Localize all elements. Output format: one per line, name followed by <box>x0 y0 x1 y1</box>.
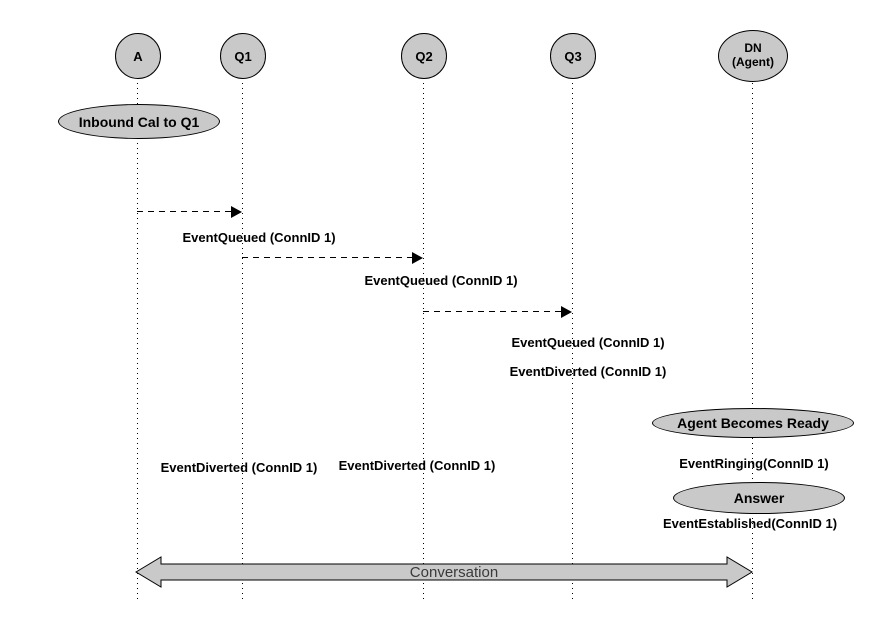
annotation-answer-label: Answer <box>733 490 785 506</box>
actor-dn-sublabel: (Agent) <box>732 55 774 69</box>
actor-a: A <box>115 33 161 79</box>
arrowhead-icon <box>561 306 572 318</box>
lifeline-dn <box>752 78 753 603</box>
conversation-arrow <box>135 556 753 588</box>
event-label-established-dn: EventEstablished(ConnID 1) <box>662 516 838 531</box>
message-label-1: EventQueued (ConnID 1) <box>182 230 336 245</box>
conversation-label: Conversation <box>409 564 499 581</box>
lifeline-q1 <box>242 78 243 603</box>
message-arrow-q1-q2 <box>242 252 423 264</box>
dashed-line <box>423 311 562 312</box>
actor-q2-label: Q2 <box>415 48 433 64</box>
actor-q1-label: Q1 <box>234 48 252 64</box>
actor-q3-label: Q3 <box>564 48 582 64</box>
double-arrow-shape <box>135 556 753 588</box>
arrowhead-icon <box>231 206 242 218</box>
annotation-inbound-call: Inbound Cal to Q1 <box>58 104 220 139</box>
annotation-inbound-call-label: Inbound Cal to Q1 <box>78 113 200 130</box>
message-label-3: EventQueued (ConnID 1) <box>511 335 665 350</box>
event-label-diverted-q3: EventDiverted (ConnID 1) <box>509 364 667 379</box>
lifeline-a <box>137 78 138 603</box>
actor-q2: Q2 <box>401 33 447 79</box>
event-label-diverted-q1: EventDiverted (ConnID 1) <box>160 460 318 475</box>
dashed-line <box>242 257 413 258</box>
actor-q1: Q1 <box>220 33 266 79</box>
annotation-agent-ready-label: Agent Becomes Ready <box>677 415 829 431</box>
annotation-agent-ready: Agent Becomes Ready <box>652 408 854 438</box>
actor-q3: Q3 <box>550 33 596 79</box>
event-label-diverted-q2: EventDiverted (ConnID 1) <box>338 458 496 473</box>
actor-dn: DN (Agent) <box>718 30 788 82</box>
lifeline-q2 <box>423 78 424 603</box>
dashed-line <box>137 211 232 212</box>
annotation-answer: Answer <box>673 482 845 514</box>
actor-dn-label: DN <box>744 41 762 56</box>
message-label-2: EventQueued (ConnID 1) <box>364 273 518 288</box>
arrowhead-icon <box>412 252 423 264</box>
message-arrow-q2-q3 <box>423 306 572 318</box>
event-label-ringing-dn: EventRinging(ConnID 1) <box>679 456 829 471</box>
actor-a-label: A <box>133 48 143 64</box>
message-arrow-a-q1 <box>137 206 242 218</box>
lifeline-q3 <box>572 78 573 603</box>
